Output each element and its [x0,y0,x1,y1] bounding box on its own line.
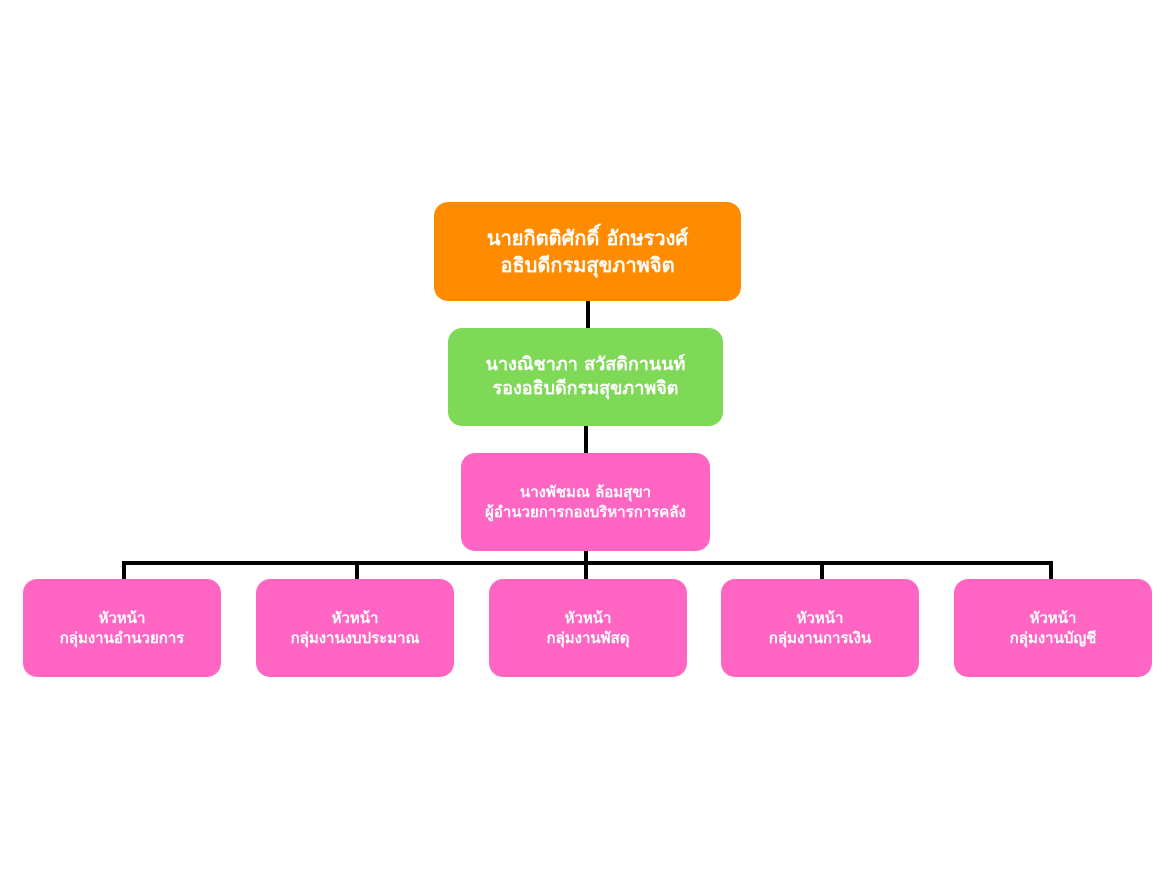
division-director-name: นางพัชมณ ล้อมสุขา [519,482,651,501]
group-head-title: หัวหน้า [1029,608,1077,627]
group-node-finance: หัวหน้า กลุ่มงานการเงิน [721,579,919,677]
group-node-budget: หัวหน้า กลุ่มงานงบประมาณ [256,579,454,677]
division-director-node: นางพัชมณ ล้อมสุขา ผู้อำนวยการกองบริหารกา… [461,453,710,551]
group-head-title: หัวหน้า [331,608,379,627]
group-node-accounting: หัวหน้า กลุ่มงานบัญชี [954,579,1152,677]
deputy-director-position: รองอธิบดีกรมสุขภาพจิต [492,378,679,399]
group-name: กลุ่มงานงบประมาณ [290,629,420,647]
director-position: อธิบดีกรมสุขภาพจิต [500,252,675,277]
group-name: กลุ่มงานพัสดุ [546,629,630,647]
group-name: กลุ่มงานบัญชี [1009,629,1097,647]
deputy-director-name: นางณิชาภา สวัสดิกานนท์ [485,353,686,375]
group-head-title: หัวหน้า [564,608,612,627]
director-name: นายกิตติศักดิ์ อักษรวงศ์ [486,225,689,250]
group-head-title: หัวหน้า [796,608,844,627]
division-director-position: ผู้อำนวยการกองบริหารการคลัง [485,503,686,521]
group-node-general-administration: หัวหน้า กลุ่มงานอำนวยการ [23,579,221,677]
group-name: กลุ่มงานอำนวยการ [59,629,185,647]
director-node: นายกิตติศักดิ์ อักษรวงศ์ อธิบดีกรมสุขภาพ… [434,202,741,301]
deputy-director-node: นางณิชาภา สวัสดิกานนท์ รองอธิบดีกรมสุขภา… [448,328,723,426]
group-node-supplies: หัวหน้า กลุ่มงานพัสดุ [489,579,687,677]
group-name: กลุ่มงานการเงิน [768,629,872,647]
group-head-title: หัวหน้า [98,608,146,627]
